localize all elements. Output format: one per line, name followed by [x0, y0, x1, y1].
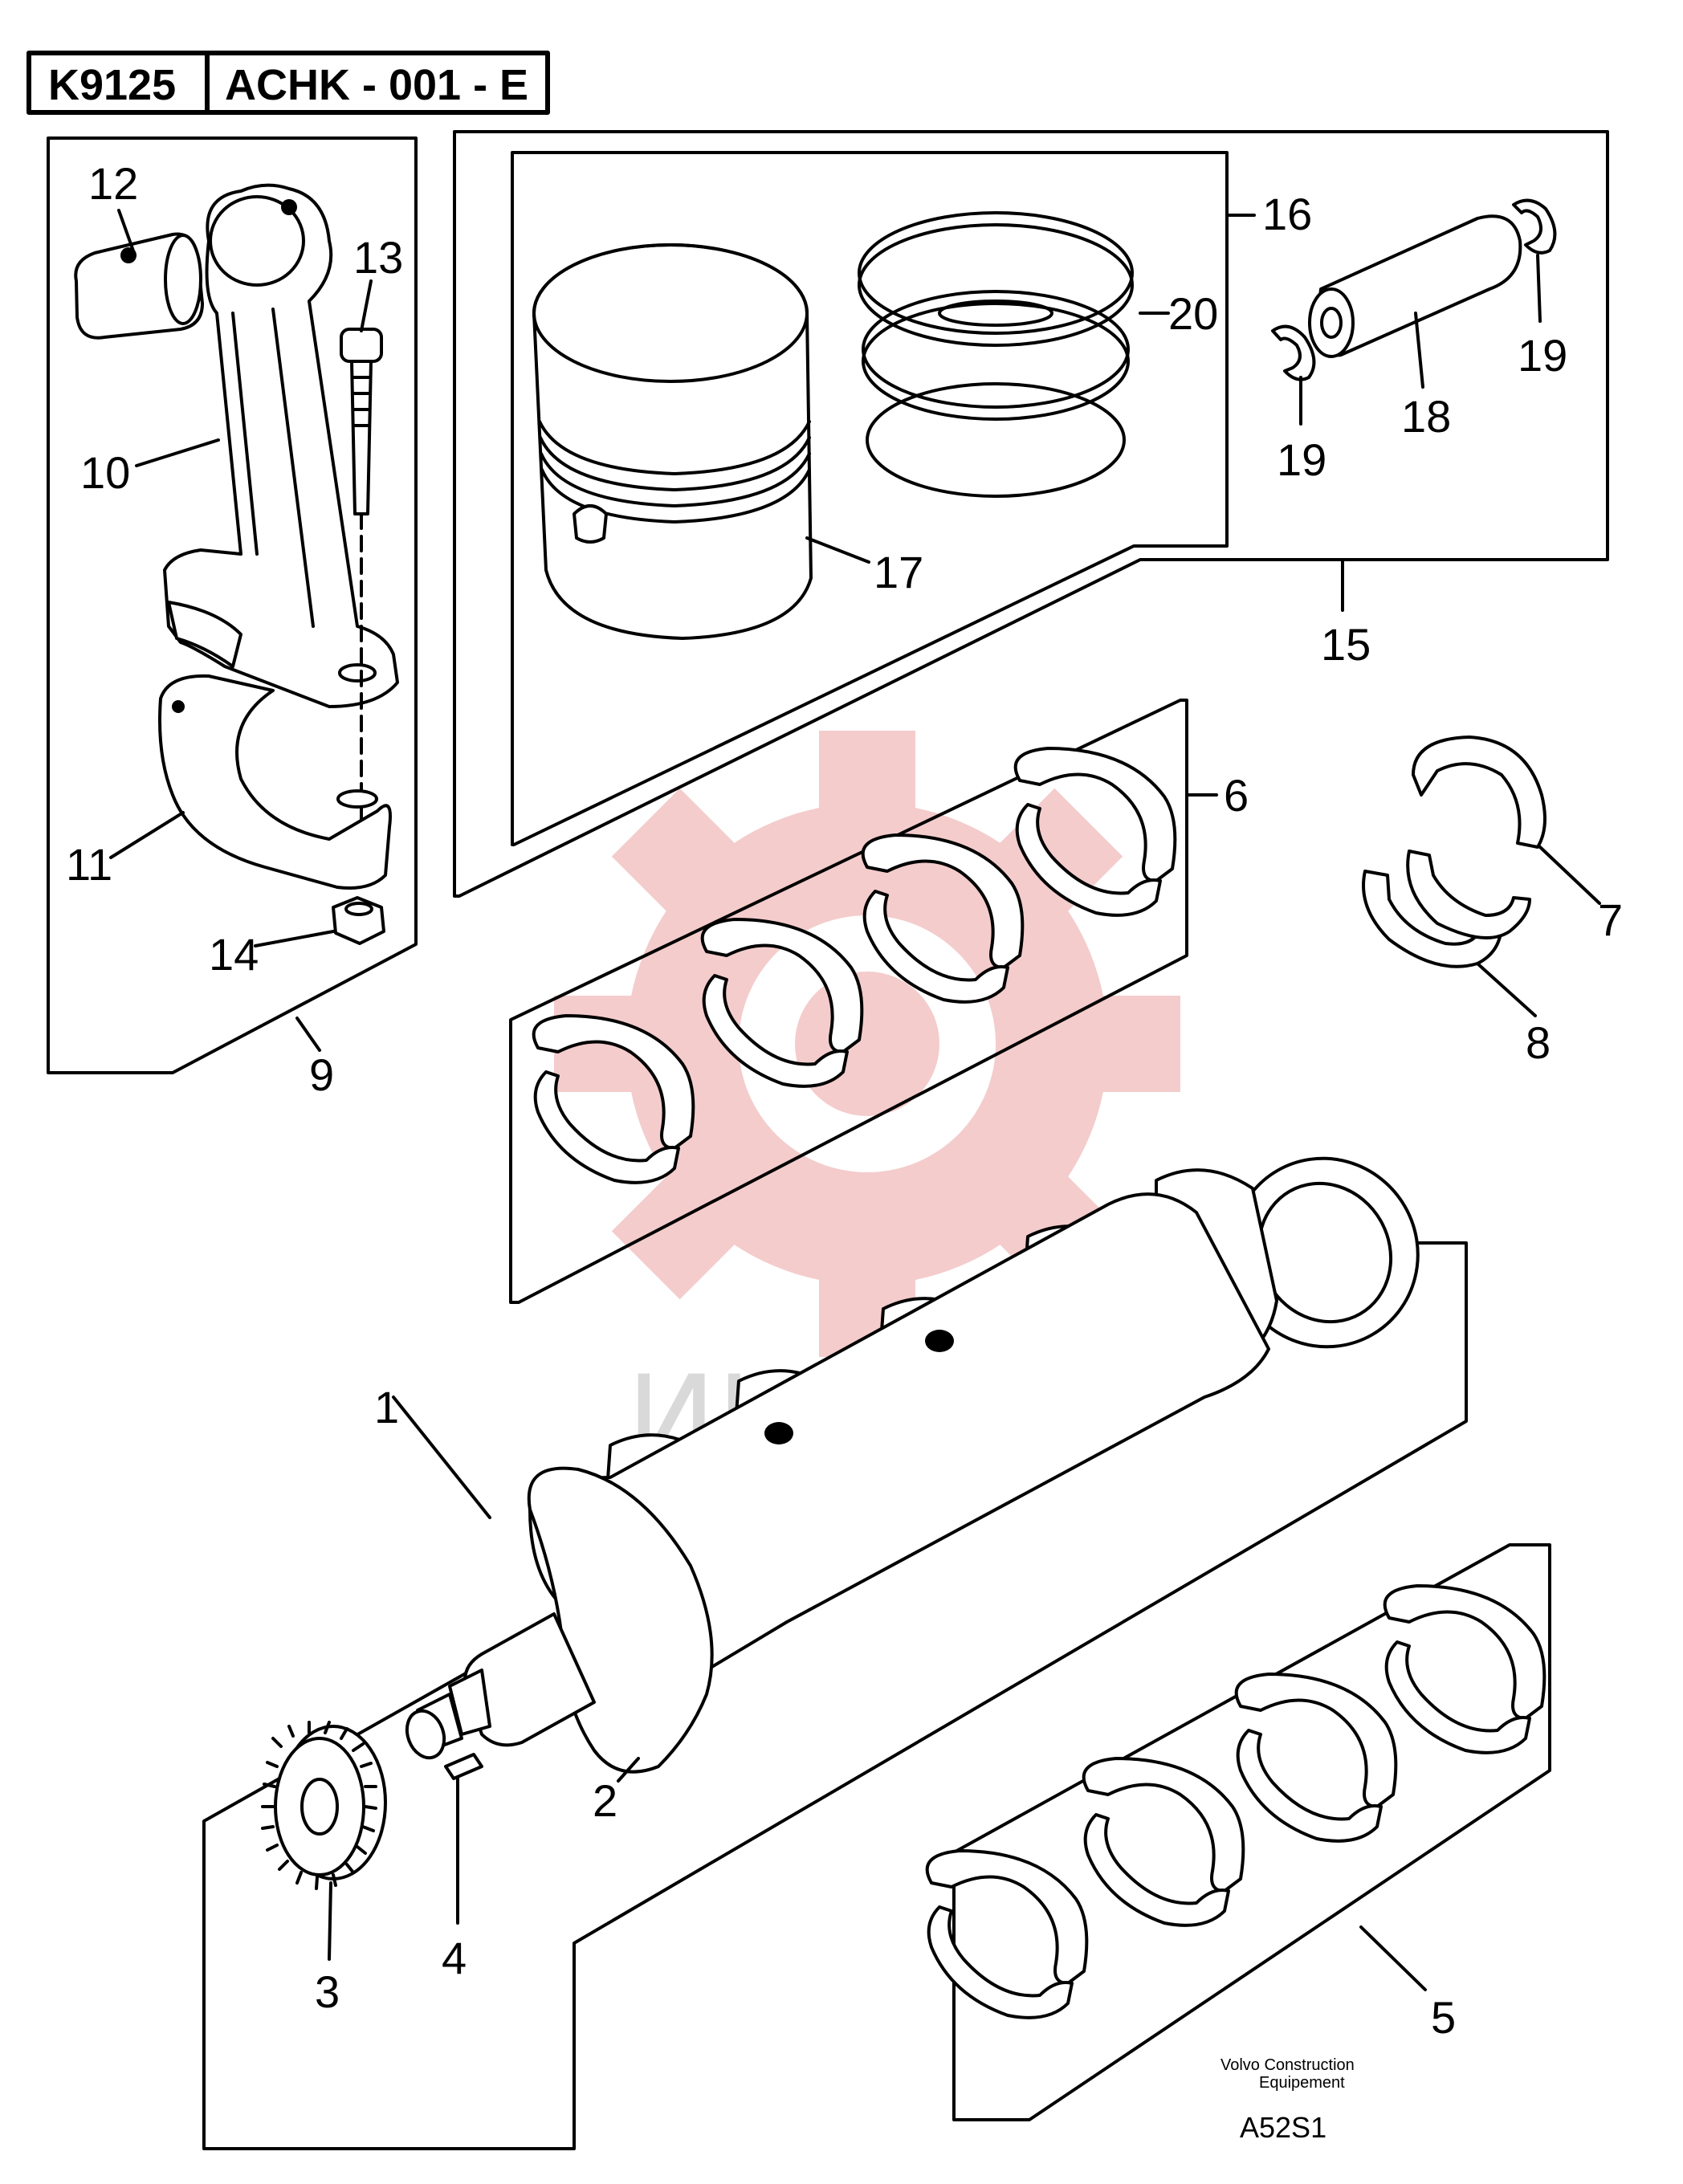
footer-manufacturer-line1: Volvo Construction — [1220, 2056, 1355, 2074]
footer-drawing-code: A52S1 — [1240, 2111, 1326, 2144]
thrust-washer-lower — [1362, 850, 1531, 968]
callout-4: 4 — [442, 1933, 467, 1983]
group-16-frame — [511, 151, 1229, 846]
callout-15: 15 — [1321, 619, 1371, 670]
leader-14 — [254, 930, 335, 947]
leader-1 — [392, 1396, 491, 1519]
leader-2 — [617, 1757, 640, 1783]
woodruff-key — [444, 1753, 483, 1780]
leader-12 — [117, 209, 137, 257]
leader-8 — [1476, 962, 1537, 1017]
callout-19-left: 19 — [1277, 434, 1326, 485]
footer-manufacturer-line2: Equipement — [1259, 2074, 1345, 2092]
leader-19-right — [1536, 254, 1542, 323]
callout-9: 9 — [309, 1049, 334, 1100]
leader-3 — [328, 1881, 332, 1961]
leader-11 — [109, 811, 185, 859]
piston — [532, 243, 813, 640]
leader-18 — [1414, 312, 1424, 389]
callout-7: 7 — [1598, 894, 1623, 945]
group-15-frame — [453, 130, 1609, 898]
leader-7 — [1538, 845, 1601, 905]
callout-13: 13 — [353, 232, 403, 283]
rod-cap — [158, 674, 392, 890]
group-9-frame — [47, 136, 418, 1074]
circlip-left — [1271, 324, 1316, 381]
callout-10: 10 — [80, 447, 130, 498]
callout-8: 8 — [1526, 1017, 1551, 1068]
leader-10 — [135, 438, 220, 467]
crankshaft-gear — [261, 1721, 387, 1890]
header: K9125 ACHK - 001 - E — [26, 51, 550, 115]
callout-20: 20 — [1168, 288, 1218, 339]
rod-bush — [74, 232, 204, 340]
connecting-rod-assembly — [74, 183, 399, 945]
leader-lines — [109, 209, 1601, 1991]
group-5-frame — [952, 1543, 1551, 2121]
leader-13 — [360, 279, 373, 332]
header-reference-box — [205, 51, 550, 115]
callout-1: 1 — [374, 1382, 399, 1432]
callout-16: 16 — [1262, 189, 1312, 239]
piston-pin — [1308, 214, 1522, 358]
callout-6: 6 — [1224, 770, 1249, 821]
callout-5: 5 — [1431, 1992, 1456, 2043]
rod-nut — [332, 896, 385, 945]
main-bearings-upper — [532, 747, 1177, 1184]
callout-17: 17 — [874, 547, 923, 597]
main-bearings-lower — [925, 1584, 1546, 2019]
callout-18: 18 — [1401, 391, 1451, 442]
leader-9 — [295, 1017, 321, 1052]
circlip-right — [1512, 198, 1557, 255]
thrust-washer-upper — [1412, 735, 1546, 849]
callout-3: 3 — [315, 1966, 340, 2017]
rod-bolt — [340, 328, 383, 821]
crankshaft — [405, 1156, 1420, 1774]
footer: Volvo Construction Equipement A52S1 — [1220, 2056, 1355, 2144]
callout-11: 11 — [66, 839, 112, 890]
callout-12: 12 — [88, 158, 138, 209]
header-reference: ACHK - 001 - E — [225, 61, 528, 109]
group-6-frame — [509, 699, 1188, 1304]
leader-5 — [1359, 1925, 1427, 1991]
callout-14: 14 — [209, 929, 259, 980]
piston-rings — [858, 211, 1134, 498]
header-code: K9125 — [48, 61, 176, 109]
connecting-rod — [163, 183, 399, 708]
callout-labels: 12 13 10 11 14 9 16 20 17 15 19 18 19 6 … — [66, 158, 1623, 2043]
leader-17 — [805, 536, 870, 564]
callout-19-right: 19 — [1518, 330, 1567, 381]
callout-2: 2 — [593, 1775, 617, 1826]
